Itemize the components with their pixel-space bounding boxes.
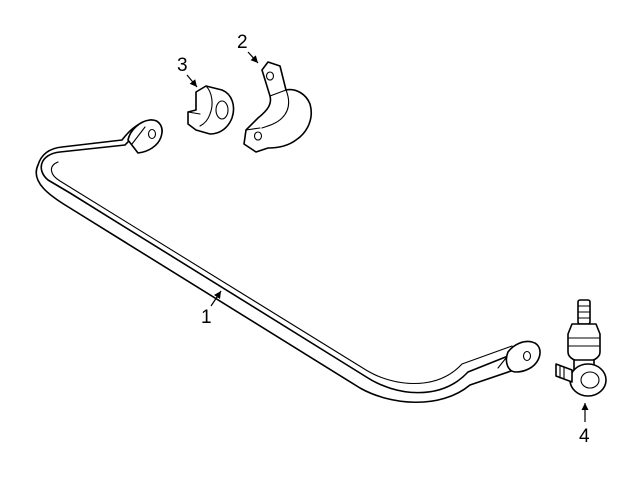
callout-2: 2 [237, 32, 259, 64]
stabilizer-bar [35, 119, 541, 404]
callout-label: 2 [237, 32, 248, 53]
callout-3: 3 [177, 55, 198, 88]
bushing-bracket [243, 61, 312, 153]
callout-label: 3 [177, 55, 188, 76]
callout-1: 1 [201, 290, 222, 328]
callout-4: 4 [579, 403, 590, 447]
bar-lower-end-eye [497, 340, 541, 373]
callout-label: 1 [201, 307, 212, 328]
stabilizer-bushing [187, 85, 235, 135]
callout-label: 4 [579, 426, 590, 447]
stabilizer-link [555, 299, 607, 397]
bar-upper-end-eye [127, 119, 163, 154]
